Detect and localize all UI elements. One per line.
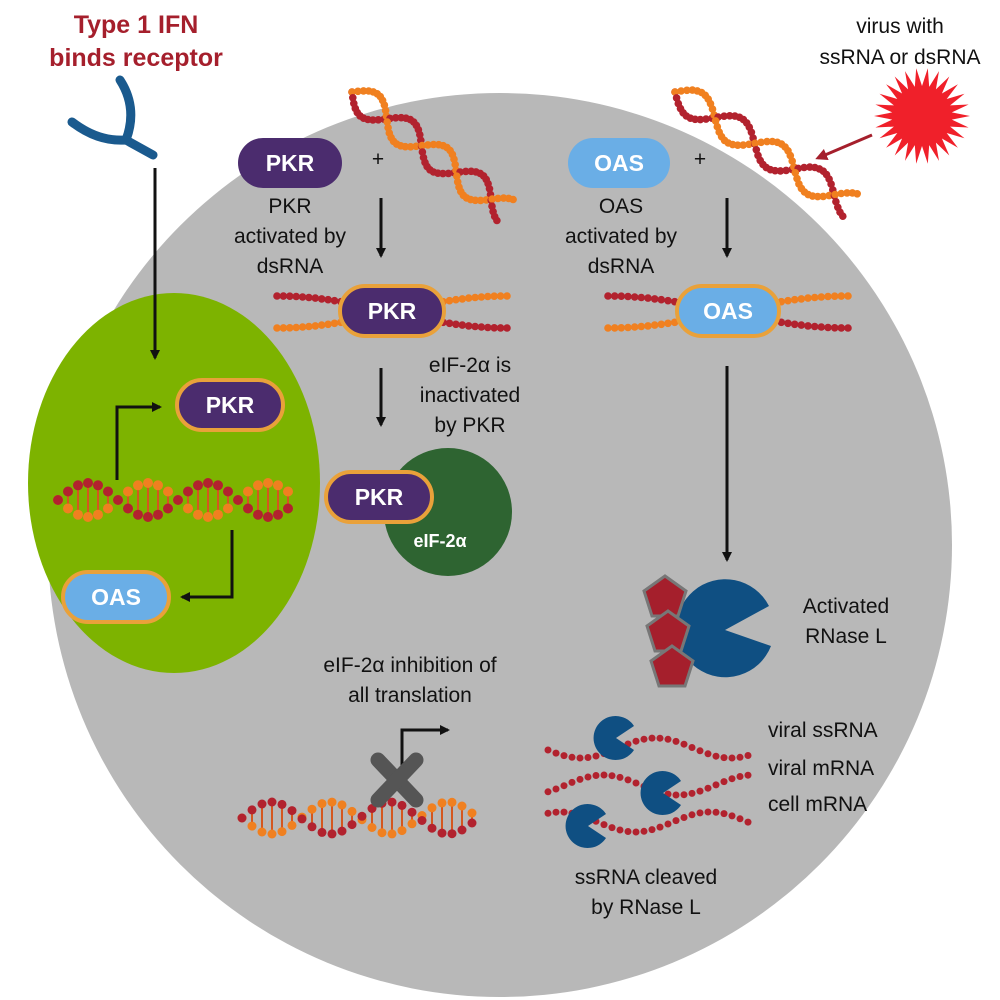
pkr-caption-line-2: activated by [234, 225, 347, 248]
arrow-gene-to-oas [180, 530, 234, 602]
pkr-plus-sign: + [372, 148, 384, 171]
pkr-eif-label: PKR [355, 484, 404, 510]
pkr-free: PKR [238, 138, 342, 188]
eif2a-label: eIF-2α [413, 531, 466, 551]
rnase-cleaving-2 [640, 771, 681, 816]
pkr-nucleus: PKR [175, 378, 285, 432]
rna-label-viral-ssrna: viral ssRNA [768, 719, 878, 742]
pkr-activated-label: PKR [368, 298, 417, 324]
oas-nucleus-label: OAS [91, 584, 141, 610]
eif-caption-line-3: by PKR [434, 414, 505, 437]
rna-label-cell-mrna: cell mRNA [768, 793, 867, 816]
ifn-receptor [67, 75, 158, 160]
oas-free-label: OAS [594, 150, 644, 176]
rnase-cleaving-1 [593, 715, 634, 760]
oas-activated: OAS [675, 284, 781, 338]
blocked-translation-dna [237, 797, 477, 839]
rnase-cleaving-3 [565, 804, 606, 849]
activator-pentagon-3 [649, 644, 695, 688]
translation-caption-line-2: all translation [348, 684, 472, 707]
virus-entry-arrow [815, 133, 873, 160]
oas-dsrna [671, 86, 861, 220]
rna-label-viral-mrna: viral mRNA [768, 757, 874, 780]
eif-caption-line-2: inactivated [420, 384, 520, 407]
virus-label-line-1: virus with [856, 15, 944, 38]
cleaved-caption: ssRNA cleaved by RNase L [575, 866, 717, 919]
pkr-eif-bound: PKR [324, 470, 434, 524]
oas-nucleus: OAS [61, 570, 171, 624]
title-line-1: Type 1 IFN [74, 11, 199, 39]
cleaved-caption-line-2: by RNase L [591, 896, 701, 919]
rnase-l-pacman [676, 579, 771, 678]
translation-caption-line-1: eIF-2α inhibition of [323, 654, 496, 677]
oas-caption-line-2: activated by [565, 225, 678, 248]
nucleus-gene-dna [53, 478, 293, 522]
oas-caption-line-1: OAS [599, 195, 643, 218]
eif-inactivated-caption: eIF-2α is inactivated by PKR [420, 354, 520, 437]
rnase-caption: Activated RNase L [803, 595, 889, 648]
pkr-activated-caption: PKR activated by dsRNA [234, 195, 347, 278]
oas-activated-label: OAS [703, 298, 753, 324]
oas-free: OAS [568, 138, 670, 188]
cleaved-ssrna-strands [544, 734, 752, 836]
pkr-dsrna [348, 87, 517, 225]
eif-caption-line-1: eIF-2α is [429, 354, 511, 377]
rnase-caption-line-2: RNase L [805, 625, 887, 648]
oas-activated-caption: OAS activated by dsRNA [565, 195, 678, 278]
cleaved-caption-line-1: ssRNA cleaved [575, 866, 717, 889]
pkr-free-label: PKR [266, 150, 315, 176]
rna-type-labels: viral ssRNA viral mRNA cell mRNA [768, 719, 878, 816]
activated-rnase-l [642, 574, 771, 688]
title-line-2: binds receptor [49, 44, 223, 72]
pkr-caption-line-3: dsRNA [257, 255, 324, 278]
rnase-caption-line-1: Activated [803, 595, 889, 618]
oas-plus-sign: + [694, 148, 706, 171]
translation-inhibition-caption: eIF-2α inhibition of all translation [323, 654, 496, 707]
pkr-activated: PKR [338, 284, 446, 338]
oas-caption-line-3: dsRNA [588, 255, 655, 278]
virus-label-line-2: ssRNA or dsRNA [819, 46, 980, 69]
arrow-gene-to-pkr [115, 402, 162, 480]
pkr-nucleus-label: PKR [206, 392, 255, 418]
inhibition-x-icon [370, 752, 424, 808]
virus-icon [874, 68, 970, 164]
pkr-caption-line-1: PKR [268, 195, 311, 218]
